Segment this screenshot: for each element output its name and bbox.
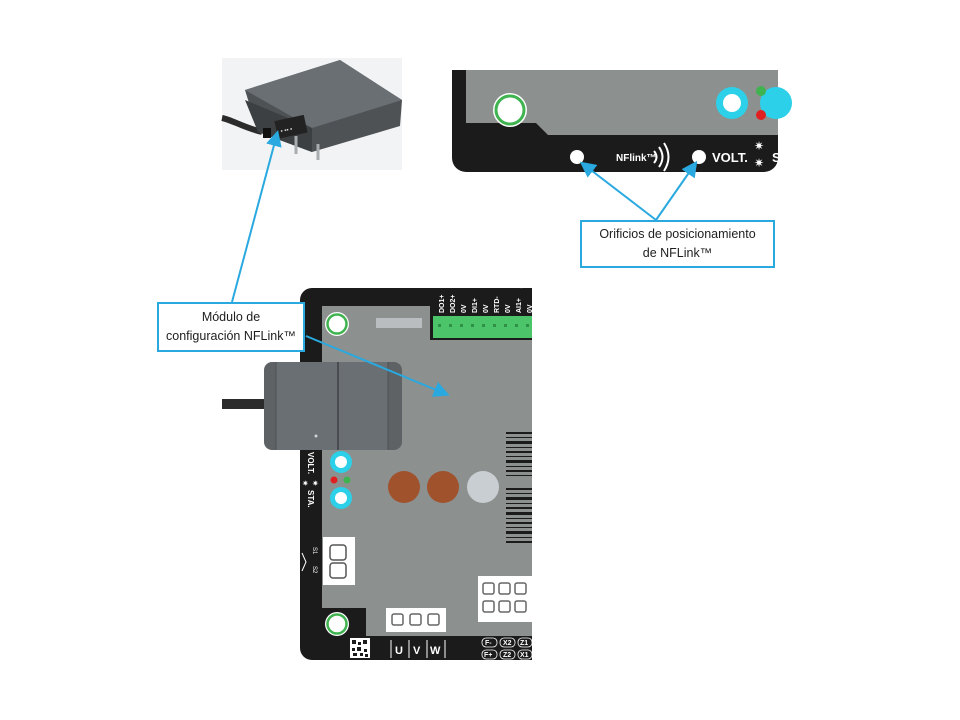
- nflink-label: NFlink™: [616, 153, 657, 164]
- led-red: [756, 110, 766, 120]
- positioning-hole-icon: [692, 150, 706, 164]
- arrow-to-hole-left: [579, 161, 657, 221]
- sta-side-label: STA.: [306, 490, 315, 508]
- field-label: F-: [485, 640, 492, 647]
- led-star-icon: ✷: [754, 139, 764, 153]
- terminal-label: 0V: [505, 304, 512, 313]
- uvw-label: W: [430, 645, 441, 657]
- nfc-wave-icon: [653, 142, 670, 172]
- board-main: DO1+ DO2+ 0V DI1+ 0V RTD- 0V AI1+ 0V: [222, 288, 534, 660]
- callout-module-line2: configuración NFLink™: [166, 329, 296, 343]
- terminal-label: RTD-: [494, 296, 501, 313]
- callout-holes-line2: de NFLink™: [642, 246, 713, 260]
- terminal-label: 0V: [527, 304, 534, 313]
- terminal-label: DI1+: [472, 298, 479, 313]
- led-red: [330, 476, 338, 484]
- callout-module-line1: Módulo de: [201, 310, 261, 324]
- led-green: [756, 86, 766, 96]
- mounting-hole-icon: [493, 93, 527, 127]
- qr-code: [350, 638, 370, 658]
- potentiometer: [427, 471, 459, 503]
- nflink-module-mounted: [222, 362, 402, 450]
- module-photo: ▪ ▪▪ ▪: [221, 58, 402, 170]
- volt-side-label: VOLT.: [306, 452, 315, 474]
- led-star-icon: ✷: [754, 156, 764, 170]
- terminal-label: 0V: [483, 304, 490, 313]
- uvw-label: V: [413, 645, 421, 657]
- volt-label: VOLT.: [712, 150, 748, 165]
- led-green: [343, 476, 351, 484]
- potentiometer: [388, 471, 420, 503]
- uvw-connector: [386, 608, 446, 632]
- field-label: X1: [520, 652, 529, 659]
- callout-arrows: [231, 130, 698, 397]
- terminal-labels: DO1+ DO2+ 0V DI1+ 0V RTD- 0V AI1+ 0V: [439, 295, 534, 313]
- switch-label: S1: [311, 547, 317, 555]
- barcode: [506, 432, 532, 543]
- field-labels: F- X2 Z1 F+ Z2 X1: [481, 637, 533, 660]
- switch-label: S2: [311, 566, 317, 574]
- callout-module: Módulo de configuración NFLink™: [157, 302, 305, 352]
- uvw-label: U: [395, 645, 403, 657]
- field-label: X2: [503, 640, 512, 647]
- led-star-icon: ✷: [302, 479, 309, 488]
- volt-partial-label: S: [772, 150, 781, 165]
- svg-text:▪ ▪▪ ▪: ▪ ▪▪ ▪: [280, 127, 293, 135]
- positioning-hole-icon: [570, 150, 584, 164]
- terminal-label: AI1+: [516, 298, 523, 313]
- terminal-label: DO1+: [439, 295, 446, 313]
- field-label: Z2: [503, 652, 511, 659]
- arrow-to-board-module: [305, 335, 450, 397]
- board-detail: NFlink™ VOLT. ✷ ✷ S: [452, 70, 792, 172]
- field-label: Z1: [520, 640, 528, 647]
- arrow-to-hole-right: [655, 160, 698, 221]
- potentiometer: [467, 471, 499, 503]
- arrow-to-module-photo: [231, 130, 282, 303]
- callout-holes-line1: Orificios de posicionamiento: [599, 227, 756, 241]
- terminal-label: DO2+: [450, 295, 457, 313]
- callout-holes: Orificios de posicionamiento de NFLink™: [580, 220, 775, 268]
- terminal-label: 0V: [461, 304, 468, 313]
- led-star-icon: ✷: [312, 479, 319, 488]
- field-label: F+: [484, 652, 492, 659]
